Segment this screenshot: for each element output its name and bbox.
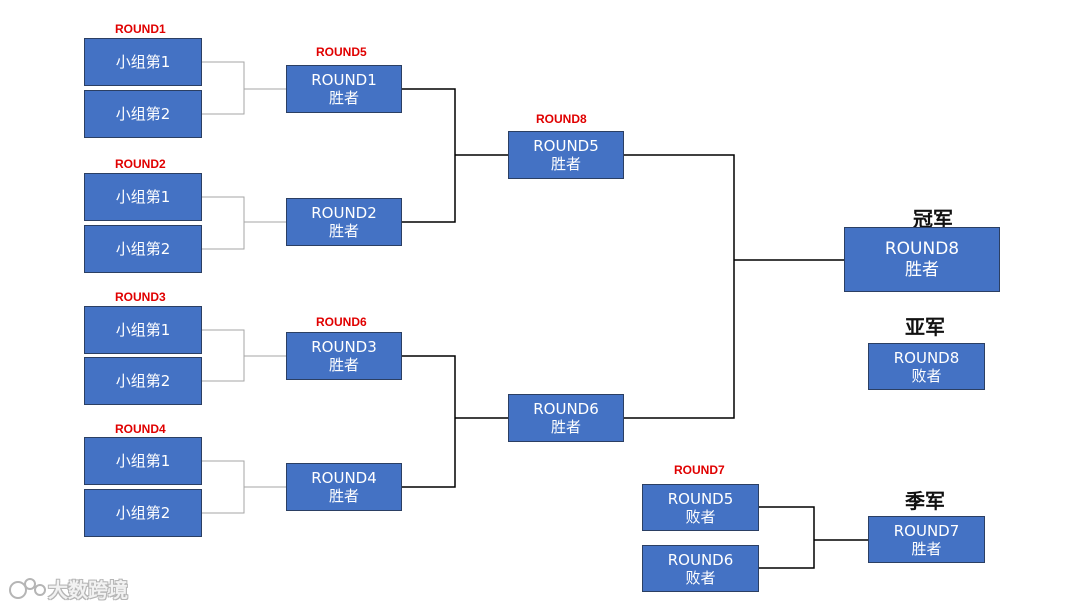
round6-loser-box: ROUND6 败者 [642, 545, 759, 592]
round1-winner-box: ROUND1 胜者 [286, 65, 402, 113]
box-text: 小组第2 [115, 240, 171, 258]
watermark-text: 大数跨境 [48, 578, 128, 602]
box-result: 胜者 [328, 487, 359, 505]
box-result: 胜者 [328, 222, 359, 240]
round1-group-second: 小组第2 [84, 90, 202, 138]
box-text: 小组第2 [115, 105, 171, 123]
champion-box: ROUND8 胜者 [844, 227, 1000, 292]
third-place-box: ROUND7 胜者 [868, 516, 985, 563]
box-round: ROUND2 [311, 204, 377, 222]
round6-winner-box: ROUND6 胜者 [508, 394, 624, 442]
round4-group-first: 小组第1 [84, 437, 202, 485]
box-result: 胜者 [328, 356, 359, 374]
watermark: 大数跨境 [8, 574, 128, 603]
runner-up-box: ROUND8 败者 [868, 343, 985, 390]
box-result: 胜者 [905, 259, 939, 280]
label-round5: ROUND5 [316, 45, 367, 59]
round4-group-second: 小组第2 [84, 489, 202, 537]
box-text: 小组第2 [115, 372, 171, 390]
box-result: 胜者 [328, 89, 359, 107]
round5-winner-box: ROUND5 胜者 [508, 131, 624, 179]
box-result: 胜者 [911, 539, 942, 558]
round2-group-first: 小组第1 [84, 173, 202, 221]
connector-round5 [402, 88, 508, 223]
round3-group-second: 小组第2 [84, 357, 202, 405]
box-result: 胜者 [550, 418, 581, 436]
box-round: ROUND6 [533, 400, 599, 418]
round5-loser-box: ROUND5 败者 [642, 484, 759, 531]
box-text: 小组第1 [115, 188, 171, 206]
box-round: ROUND3 [311, 338, 377, 356]
label-round8: ROUND8 [536, 112, 587, 126]
label-round2: ROUND2 [115, 157, 166, 171]
label-round1: ROUND1 [115, 22, 166, 36]
box-result: 败者 [685, 568, 716, 587]
watermark-logo-icon [9, 577, 46, 599]
runner-up-title: 亚军 [905, 315, 945, 339]
box-text: 小组第1 [115, 452, 171, 470]
round1-group-first: 小组第1 [84, 38, 202, 86]
box-round: ROUND4 [311, 469, 377, 487]
box-round: ROUND5 [667, 489, 734, 508]
box-text: 小组第2 [115, 504, 171, 522]
label-round7: ROUND7 [674, 463, 725, 477]
box-result: 败者 [685, 507, 716, 526]
round3-winner-box: ROUND3 胜者 [286, 332, 402, 380]
label-round6: ROUND6 [316, 315, 367, 329]
box-round: ROUND5 [533, 137, 599, 155]
round3-group-first: 小组第1 [84, 306, 202, 354]
box-round: ROUND6 [667, 550, 734, 569]
box-text: 小组第1 [115, 321, 171, 339]
round4-winner-box: ROUND4 胜者 [286, 463, 402, 511]
connector-round7 [759, 506, 868, 569]
box-result: 败者 [911, 366, 942, 385]
connector-round2 [202, 196, 286, 250]
box-text: 小组第1 [115, 53, 171, 71]
connector-round6 [402, 355, 508, 488]
box-round: ROUND8 [893, 348, 960, 367]
box-round: ROUND1 [311, 71, 377, 89]
round2-winner-box: ROUND2 胜者 [286, 198, 402, 246]
connector-round8 [624, 154, 844, 419]
box-round: ROUND8 [884, 238, 960, 259]
box-round: ROUND7 [893, 521, 960, 540]
round2-group-second: 小组第2 [84, 225, 202, 273]
connector-round1 [202, 61, 286, 115]
box-result: 胜者 [550, 155, 581, 173]
third-place-title: 季军 [905, 489, 945, 513]
connector-round3 [202, 329, 286, 382]
connector-round4 [202, 460, 286, 514]
label-round3: ROUND3 [115, 290, 166, 304]
label-round4: ROUND4 [115, 422, 166, 436]
